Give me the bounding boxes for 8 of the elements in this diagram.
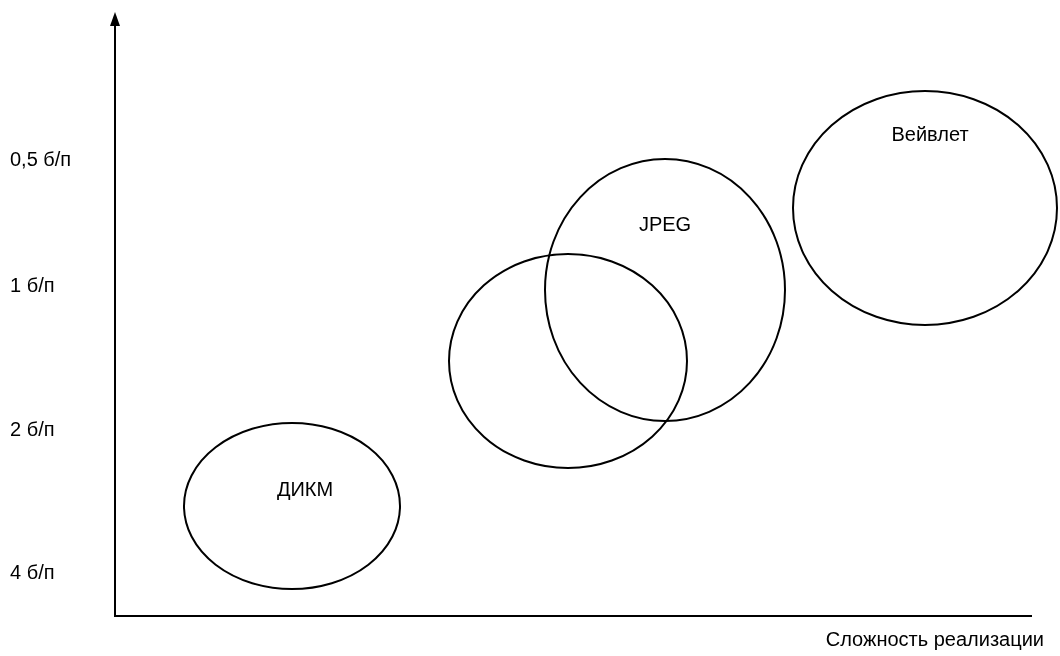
ellipse-label: JPEG — [638, 213, 692, 236]
axis-title: Сложность реализации — [825, 628, 1044, 651]
tick-label: 2 б/п — [10, 418, 55, 441]
tick-label: 1 б/п — [10, 274, 55, 297]
tick-label: 0,5 б/п — [10, 148, 72, 171]
tick-label: 4 б/п — [10, 561, 55, 584]
ellipse-label: ДИКМ — [276, 478, 334, 501]
ellipse-label: Вейвлет — [891, 123, 969, 146]
